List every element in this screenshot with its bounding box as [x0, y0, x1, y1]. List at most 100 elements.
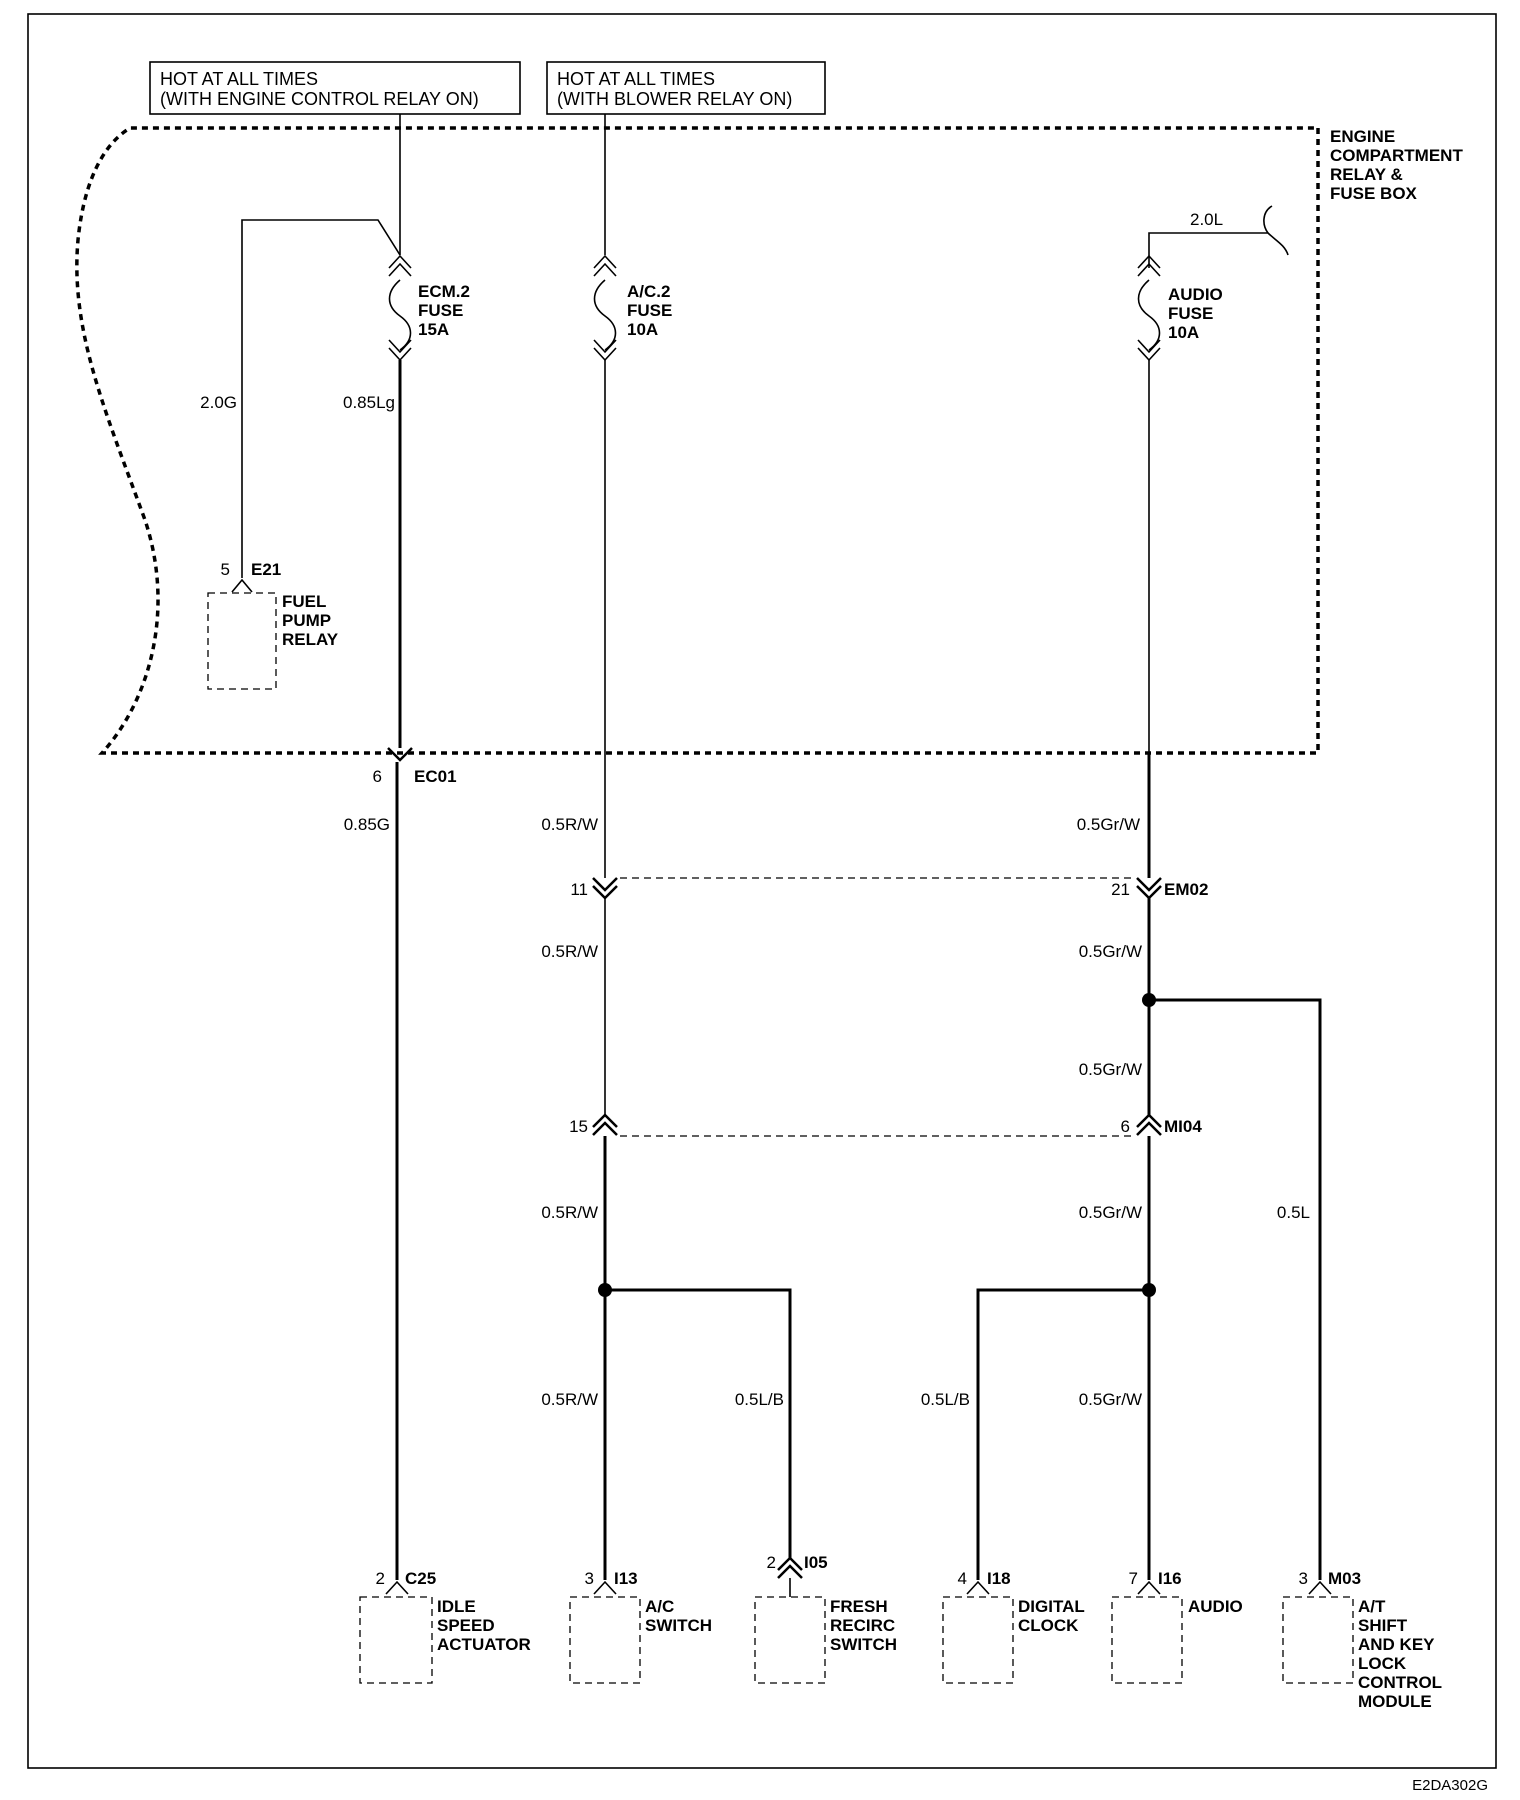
- fuel-pump-relay-pin: 5: [221, 560, 230, 579]
- wire-label-fresh-recirc: 0.5L/B: [735, 1390, 784, 1409]
- power-source-ecm-line2: (WITH ENGINE CONTROL RELAY ON): [160, 89, 479, 109]
- idle-actuator-line1: IDLE: [437, 1597, 476, 1616]
- wire-label-digital-clock: 0.5L/B: [921, 1390, 970, 1409]
- audio-pin: 7: [1129, 1569, 1138, 1588]
- power-source-blower-line1: HOT AT ALL TIMES: [557, 69, 715, 89]
- fuel-pump-relay-line1: FUEL: [282, 592, 326, 611]
- figure-code: E2DA302G: [1412, 1777, 1488, 1794]
- wire-label-at-shift: 0.5L: [1277, 1203, 1310, 1222]
- fuse-ac2-line2: FUSE: [627, 301, 672, 320]
- at-shift-line4: LOCK: [1358, 1654, 1407, 1673]
- fuse-audio-line1: AUDIO: [1168, 285, 1223, 304]
- component-fuel-pump-relay: 5 E21 FUEL PUMP RELAY: [207, 560, 339, 690]
- audio-line1: AUDIO: [1188, 1597, 1243, 1616]
- digital-clock-id: I18: [987, 1569, 1011, 1588]
- connector-ec01-id: EC01: [414, 767, 457, 786]
- connector-em02-pin-left: 11: [570, 880, 588, 899]
- at-shift-line3: AND KEY: [1358, 1635, 1435, 1654]
- component-audio: 7 I16 AUDIO: [1111, 1569, 1243, 1684]
- power-source-blower-line2: (WITH BLOWER RELAY ON): [557, 89, 792, 109]
- component-fresh-recirc-switch: 2 I05 FRESH RECIRC SWITCH: [754, 1553, 897, 1684]
- wire-label-ac-switch: 0.5R/W: [541, 1390, 598, 1409]
- diagram-frame: [27, 13, 1497, 1769]
- fuse-box-label: ENGINE COMPARTMENT RELAY & FUSE BOX: [1330, 127, 1463, 203]
- fuse-audio-line2: FUSE: [1168, 304, 1213, 323]
- fuse-ecm2: ECM.2 FUSE 15A: [388, 254, 470, 362]
- connector-mi04-pin-left: 15: [569, 1117, 588, 1136]
- wire-label-fuel-pump: 2.0G: [200, 393, 237, 412]
- fuse-ecm2-line3: 15A: [418, 320, 449, 339]
- idle-actuator-line3: ACTUATOR: [437, 1635, 531, 1654]
- wire-digital-clock: [976, 1288, 1149, 1580]
- fuel-pump-relay-line3: RELAY: [282, 630, 339, 649]
- at-shift-line5: CONTROL: [1358, 1673, 1442, 1692]
- connector-em02-id: EM02: [1164, 880, 1208, 899]
- component-idle-speed-actuator: 2 C25 IDLE SPEED ACTUATOR: [359, 1569, 531, 1684]
- ac-switch-line2: SWITCH: [645, 1616, 712, 1635]
- connector-em02-pin-right: 21: [1111, 880, 1130, 899]
- fuse-ecm2-line2: FUSE: [418, 301, 463, 320]
- at-shift-line1: A/T: [1358, 1597, 1386, 1616]
- wire-label-idle-actuator: 0.85G: [344, 815, 390, 834]
- wire-fresh-recirc: [605, 1288, 792, 1558]
- idle-actuator-pin: 2: [376, 1569, 385, 1588]
- fresh-recirc-line3: SWITCH: [830, 1635, 897, 1654]
- fuse-ecm2-line1: ECM.2: [418, 282, 470, 301]
- fuse-box-label-line2: COMPARTMENT: [1330, 146, 1463, 165]
- connector-ec01: 6 EC01: [373, 747, 457, 786]
- wire-label-ac-ec01: 0.5R/W: [541, 815, 598, 834]
- at-shift-line2: SHIFT: [1358, 1616, 1408, 1635]
- fresh-recirc-line2: RECIRC: [830, 1616, 895, 1635]
- connector-mi04-id: MI04: [1164, 1117, 1202, 1136]
- wire-label-audio-feed: 2.0L: [1190, 210, 1223, 229]
- power-source-ecm-line1: HOT AT ALL TIMES: [160, 69, 318, 89]
- wire-label-audio-mi04: 0.5Gr/W: [1079, 1203, 1142, 1222]
- fuse-box-label-line4: FUSE BOX: [1330, 184, 1418, 203]
- digital-clock-line2: CLOCK: [1018, 1616, 1079, 1635]
- fuse-audio-line3: 10A: [1168, 323, 1199, 342]
- component-ac-switch: 3 I13 A/C SWITCH: [569, 1569, 712, 1684]
- power-source-ecm: HOT AT ALL TIMES (WITH ENGINE CONTROL RE…: [149, 61, 521, 115]
- fuse-box-label-line1: ENGINE: [1330, 127, 1395, 146]
- fresh-recirc-pin: 2: [767, 1553, 776, 1572]
- wire-label-audio-ec01: 0.5Gr/W: [1077, 815, 1140, 834]
- fuse-box-label-line3: RELAY &: [1330, 165, 1403, 184]
- connector-mi04-pin-right: 6: [1121, 1117, 1130, 1136]
- wire-audio-feed: [1148, 205, 1289, 268]
- audio-id: I16: [1158, 1569, 1182, 1588]
- ac-switch-line1: A/C: [645, 1597, 674, 1616]
- fuse-audio: AUDIO FUSE 10A: [1137, 254, 1223, 362]
- at-shift-id: M03: [1328, 1569, 1361, 1588]
- idle-actuator-line2: SPEED: [437, 1616, 495, 1635]
- connector-em02: 11 21 EM02: [570, 877, 1208, 900]
- fresh-recirc-line1: FRESH: [830, 1597, 888, 1616]
- component-at-shift-key-lock: 3 M03 A/T SHIFT AND KEY LOCK CONTROL MOD…: [1282, 1569, 1442, 1711]
- idle-actuator-id: C25: [405, 1569, 436, 1588]
- fuse-box-outline: [75, 126, 1320, 755]
- component-digital-clock: 4 I18 DIGITAL CLOCK: [942, 1569, 1085, 1684]
- fuse-ac2: A/C.2 FUSE 10A: [593, 254, 672, 362]
- digital-clock-pin: 4: [958, 1569, 967, 1588]
- connector-ec01-pin: 6: [373, 767, 382, 786]
- ac-switch-id: I13: [614, 1569, 638, 1588]
- ac-switch-pin: 3: [585, 1569, 594, 1588]
- fuel-pump-relay-line2: PUMP: [282, 611, 331, 630]
- fuse-ac2-line1: A/C.2: [627, 282, 670, 301]
- wire-label-audio-em02: 0.5Gr/W: [1079, 942, 1142, 961]
- at-shift-line6: MODULE: [1358, 1692, 1432, 1711]
- digital-clock-line1: DIGITAL: [1018, 1597, 1085, 1616]
- power-source-blower: HOT AT ALL TIMES (WITH BLOWER RELAY ON): [546, 61, 826, 115]
- fresh-recirc-id: I05: [804, 1553, 828, 1572]
- wire-label-ecm-fuse-out: 0.85Lg: [343, 393, 395, 412]
- wire-label-ac-em02: 0.5R/W: [541, 942, 598, 961]
- fuel-pump-relay-id: E21: [251, 560, 281, 579]
- wire-at-shift: [1149, 998, 1322, 1580]
- connector-mi04: 15 6 MI04: [569, 1113, 1202, 1137]
- fuse-ac2-line3: 10A: [627, 320, 658, 339]
- at-shift-pin: 3: [1299, 1569, 1308, 1588]
- wire-label-ac-mi04: 0.5R/W: [541, 1203, 598, 1222]
- wire-label-audio-split: 0.5Gr/W: [1079, 1060, 1142, 1079]
- wire-label-audio-unit: 0.5Gr/W: [1079, 1390, 1142, 1409]
- wire-fuel-pump-branch: [241, 219, 401, 578]
